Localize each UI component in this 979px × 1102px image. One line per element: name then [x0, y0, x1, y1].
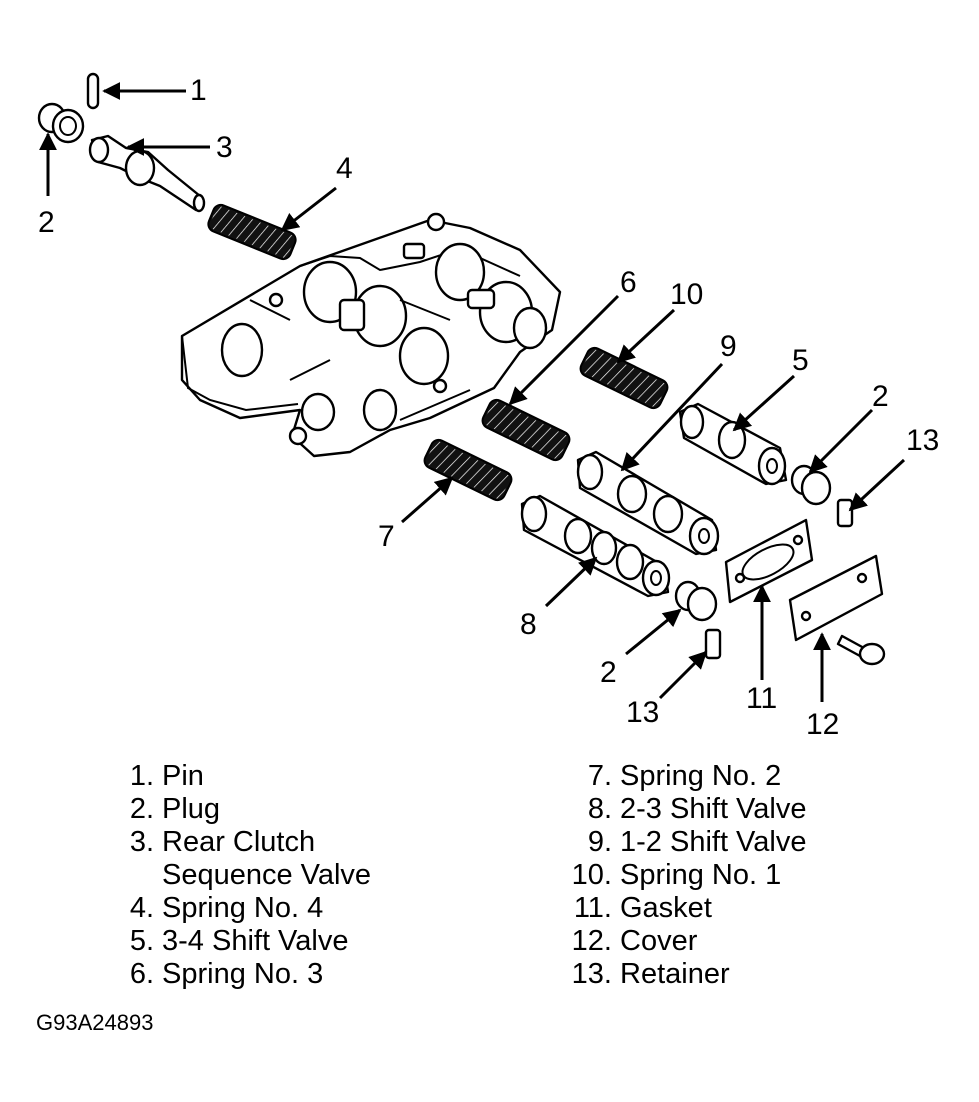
leader-8 [544, 556, 598, 608]
legend-number [118, 859, 162, 892]
1-2-shift-valve-part [576, 450, 720, 556]
callout-7: 7 [378, 520, 395, 553]
legend-item: 9.1-2 Shift Valve [560, 826, 807, 859]
legend-label: Spring No. 2 [620, 760, 782, 792]
legend-item: 10.Spring No. 1 [560, 859, 806, 892]
legend-label: Cover [620, 925, 698, 957]
legend-item: 2.Plug [118, 793, 371, 826]
legend-item: 3.Rear Clutch [118, 826, 371, 859]
callout-13-lower: 13 [626, 696, 659, 729]
legend-label: Plug [162, 793, 221, 825]
legend-number: 8. [587, 793, 612, 825]
legend-left: 1.Pin 2.Plug 3.Rear Clutch Sequence Valv… [118, 760, 371, 991]
callout-13-right: 13 [906, 424, 939, 457]
retainer-part-right [836, 498, 854, 528]
spring-no-3-part [481, 398, 571, 462]
legend-number: 7. [587, 760, 612, 792]
legend-label: Spring No. 4 [162, 892, 324, 924]
legend-number: 3. [129, 826, 154, 858]
leader-6 [508, 294, 620, 406]
spring-no-1-part [579, 346, 669, 410]
leader-5 [732, 374, 796, 432]
valve-body-housing [180, 212, 562, 458]
rear-clutch-sequence-valve-part [88, 134, 206, 213]
plug-part-lower [674, 580, 718, 622]
callout-4: 4 [336, 152, 353, 185]
legend-number: 12. [571, 925, 612, 957]
legend-number: 13. [571, 958, 612, 990]
legend-number: 4. [129, 892, 154, 924]
legend-number: 10. [571, 859, 612, 891]
legend-item: 12.Cover [560, 925, 806, 958]
3-4-shift-valve-part [678, 402, 788, 486]
legend-number: 6. [129, 958, 154, 990]
legend-number: 1. [129, 760, 154, 792]
legend-item: 1.Pin [118, 760, 371, 793]
legend-label: Sequence Valve [162, 859, 372, 891]
spring-no-4-part [207, 203, 297, 261]
legend-item: 6.Spring No. 3 [118, 958, 371, 991]
bolt-part [836, 634, 886, 666]
callout-12: 12 [806, 708, 839, 741]
callout-2-lower: 2 [600, 656, 617, 689]
legend-number: 5. [129, 925, 154, 957]
leader-4 [280, 186, 337, 232]
legend-item: 5.3-4 Shift Valve [118, 925, 371, 958]
legend-label: Pin [162, 760, 204, 792]
callout-10: 10 [670, 278, 703, 311]
legend-item: 13.Retainer [560, 958, 806, 991]
cover-part [788, 554, 884, 642]
figure-code: G93A24893 [36, 1010, 154, 1035]
legend-label: Gasket [620, 892, 712, 924]
callout-2-right: 2 [872, 380, 889, 413]
plug-part-top-left [37, 102, 85, 144]
legend-number: 9. [587, 826, 612, 858]
leader-13-lower [658, 650, 708, 700]
callout-3: 3 [216, 131, 233, 164]
gasket-part [724, 518, 814, 604]
callout-5: 5 [792, 344, 809, 377]
legend-label: Spring No. 1 [620, 859, 782, 891]
callout-2-top-left: 2 [38, 206, 55, 239]
legend-label: 3-4 Shift Valve [162, 925, 349, 957]
legend-item: 4.Spring No. 4 [118, 892, 371, 925]
legend-label: Rear Clutch [162, 826, 316, 858]
exploded-diagram: 1 2 3 4 6 10 9 5 2 13 7 8 2 13 11 12 [37, 72, 939, 741]
callout-11: 11 [746, 682, 777, 715]
legend-number: 11. [573, 892, 612, 924]
callout-8: 8 [520, 608, 537, 641]
leader-10 [616, 308, 676, 364]
legend-item: 7.Spring No. 2 [560, 760, 806, 793]
pin-part [86, 72, 100, 110]
leader-2-right [808, 408, 874, 474]
legend-label: Spring No. 3 [162, 958, 324, 990]
leader-7 [401, 476, 454, 524]
legend-label: Retainer [620, 958, 730, 990]
legend-label: 2-3 Shift Valve [620, 793, 807, 825]
callout-9: 9 [720, 330, 737, 363]
legend-number: 2. [129, 793, 154, 825]
callout-6: 6 [620, 266, 637, 299]
callout-1: 1 [190, 74, 207, 107]
2-3-shift-valve-part [520, 494, 671, 598]
leader-13-right [848, 458, 906, 512]
legend-item: 11.Gasket [560, 892, 806, 925]
legend-label: 1-2 Shift Valve [620, 826, 807, 858]
legend-item: Sequence Valve [118, 859, 371, 892]
leader-9 [620, 362, 724, 472]
retainer-part-lower [704, 628, 722, 660]
legend-right: 7.Spring No. 2 8.2-3 Shift Valve 9.1-2 S… [560, 760, 807, 991]
spring-no-2-part [423, 438, 513, 502]
leader-2-lower [625, 608, 682, 656]
legend-item: 8.2-3 Shift Valve [560, 793, 807, 826]
